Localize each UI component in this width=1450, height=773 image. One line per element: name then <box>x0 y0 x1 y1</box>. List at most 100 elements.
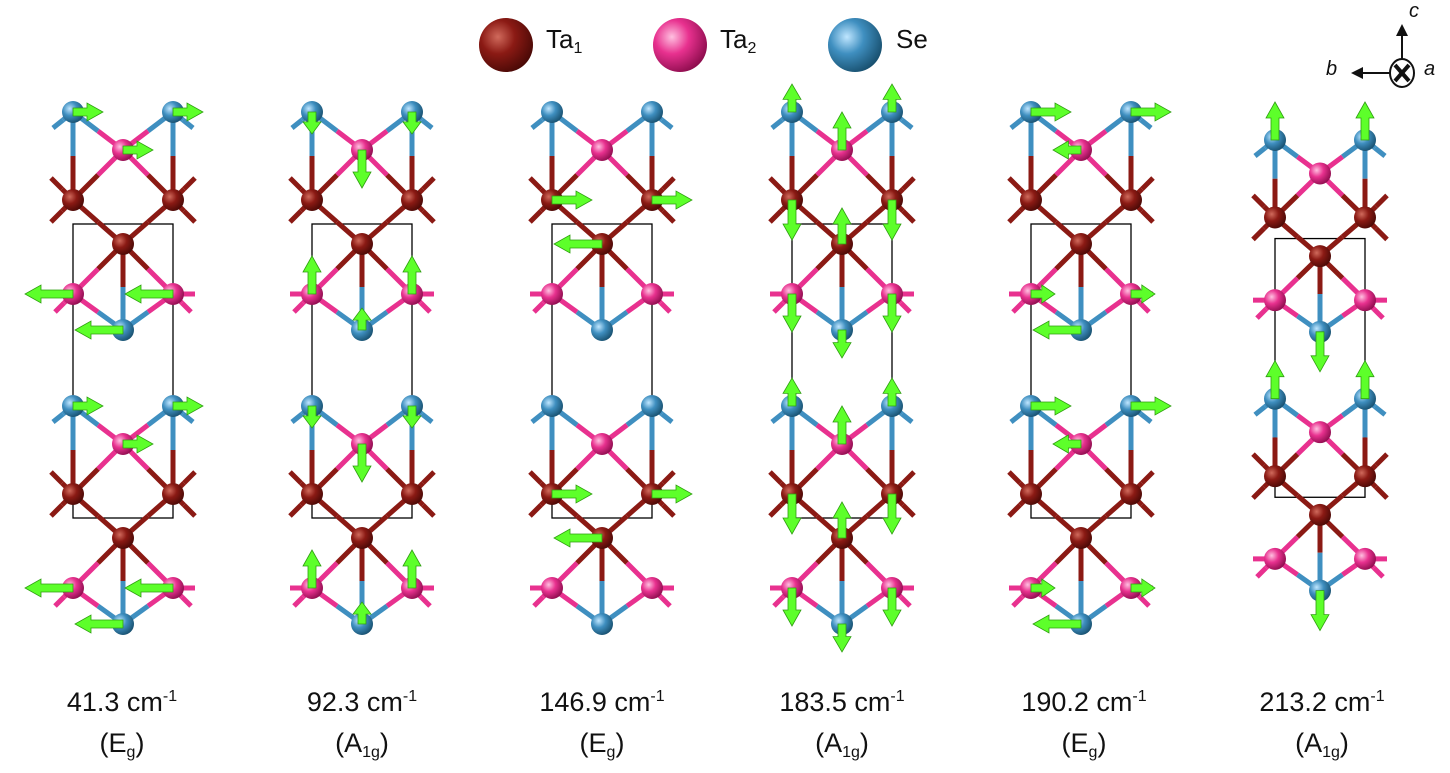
displacement-arrow <box>352 307 372 331</box>
mode-caption-5: 190.2 cm-1 (Eg) <box>1021 687 1147 761</box>
bond <box>901 209 916 224</box>
displacement-arrow <box>782 199 802 241</box>
bond <box>290 118 304 130</box>
displacement-arrow <box>651 484 693 504</box>
displacement-arrow <box>832 111 852 151</box>
displacement-arrow <box>832 207 852 245</box>
bond <box>900 412 914 424</box>
bond <box>772 301 785 314</box>
ta1-atom <box>1120 189 1142 211</box>
structure-panel-4 <box>768 83 916 653</box>
ta1-atom <box>1120 483 1142 505</box>
displacement-arrow <box>832 405 852 445</box>
se-atom <box>541 395 563 417</box>
se-atom <box>641 101 663 123</box>
displacement-arrow <box>832 329 852 359</box>
ta1-atom <box>301 189 323 211</box>
ta1-atom <box>1264 206 1286 229</box>
ta1-atom <box>351 233 373 255</box>
bond <box>288 503 303 518</box>
bond <box>899 595 912 608</box>
ta1-atom <box>162 483 184 505</box>
legend <box>479 18 882 72</box>
bond <box>1139 118 1153 130</box>
se-atom <box>591 319 613 341</box>
bond <box>528 176 543 191</box>
bond <box>1373 404 1387 417</box>
mode-frequency: 183.5 <box>779 687 847 717</box>
displacement-arrow <box>1030 396 1072 416</box>
displacement-arrow <box>551 484 593 504</box>
bond <box>1138 301 1151 314</box>
bond <box>292 595 305 608</box>
bond <box>1251 452 1266 467</box>
mode-caption-4: 183.5 cm-1 (A1g) <box>779 687 905 761</box>
bond <box>528 503 543 518</box>
mode-caption-6: 213.2 cm-1 (A1g) <box>1259 687 1385 761</box>
bond <box>1009 412 1023 424</box>
displacement-arrow <box>402 549 422 589</box>
bond <box>659 595 672 608</box>
ta1-atom <box>112 527 134 549</box>
bond <box>1140 176 1155 191</box>
mode-frequency: 190.2 <box>1021 687 1089 717</box>
bond <box>768 503 783 518</box>
displacement-arrow <box>782 377 802 407</box>
displacement-arrow <box>74 614 124 634</box>
displacement-arrow <box>1130 284 1156 304</box>
bond <box>182 176 197 191</box>
bond <box>420 412 434 424</box>
mode-caption-2: 92.3 cm-1 (A1g) <box>306 687 418 761</box>
displacement-arrow <box>1030 578 1056 598</box>
axis-label-a: a <box>1424 58 1436 80</box>
displacement-arrow <box>302 405 322 429</box>
unit-cell-box <box>311 223 413 519</box>
displacement-arrow <box>122 434 154 454</box>
ta1-atom <box>1070 527 1092 549</box>
displacement-arrow <box>172 102 204 122</box>
bond <box>288 209 303 224</box>
bond <box>1007 209 1022 224</box>
displacement-arrow <box>1265 101 1285 141</box>
displacement-arrow <box>122 140 154 160</box>
bond <box>1253 146 1267 158</box>
ta1-atom <box>1354 206 1376 229</box>
bond <box>49 503 64 518</box>
bond <box>528 209 543 224</box>
displacement-arrow <box>882 293 902 333</box>
bond <box>1251 193 1266 209</box>
mode-frequency: 213.2 <box>1259 687 1327 717</box>
bond <box>1139 412 1153 424</box>
displacement-arrow <box>882 377 902 407</box>
axis-label-b: b <box>1326 58 1338 80</box>
displacement-arrow <box>24 578 74 598</box>
displacement-arrow <box>352 443 372 483</box>
bond <box>901 470 916 485</box>
bond <box>532 595 545 608</box>
ta2-atom <box>1264 289 1286 312</box>
displacement-arrow <box>782 587 802 627</box>
bond <box>772 595 785 608</box>
bond <box>419 595 432 608</box>
ta2-atom <box>1309 162 1331 185</box>
bond <box>420 118 434 130</box>
mode-frequency: 41.3 <box>66 687 120 717</box>
bond <box>1372 566 1385 579</box>
se-atom <box>641 395 663 417</box>
ta2-atom <box>1354 547 1376 570</box>
bond <box>660 118 674 130</box>
axis-indicator <box>1351 24 1415 88</box>
legend-ta2-sphere <box>653 18 707 72</box>
mode-frequency: 92.3 <box>306 687 360 717</box>
bond <box>1011 301 1024 314</box>
structure-panel-6 <box>1251 101 1389 632</box>
bond <box>51 412 65 424</box>
displacement-arrow <box>832 623 852 653</box>
bond <box>770 118 784 130</box>
bond <box>899 301 912 314</box>
bond <box>768 176 783 191</box>
ta1-atom <box>1354 465 1376 488</box>
ta1-atom <box>401 189 423 211</box>
bond <box>659 301 672 314</box>
ta1-atom <box>1020 483 1042 505</box>
